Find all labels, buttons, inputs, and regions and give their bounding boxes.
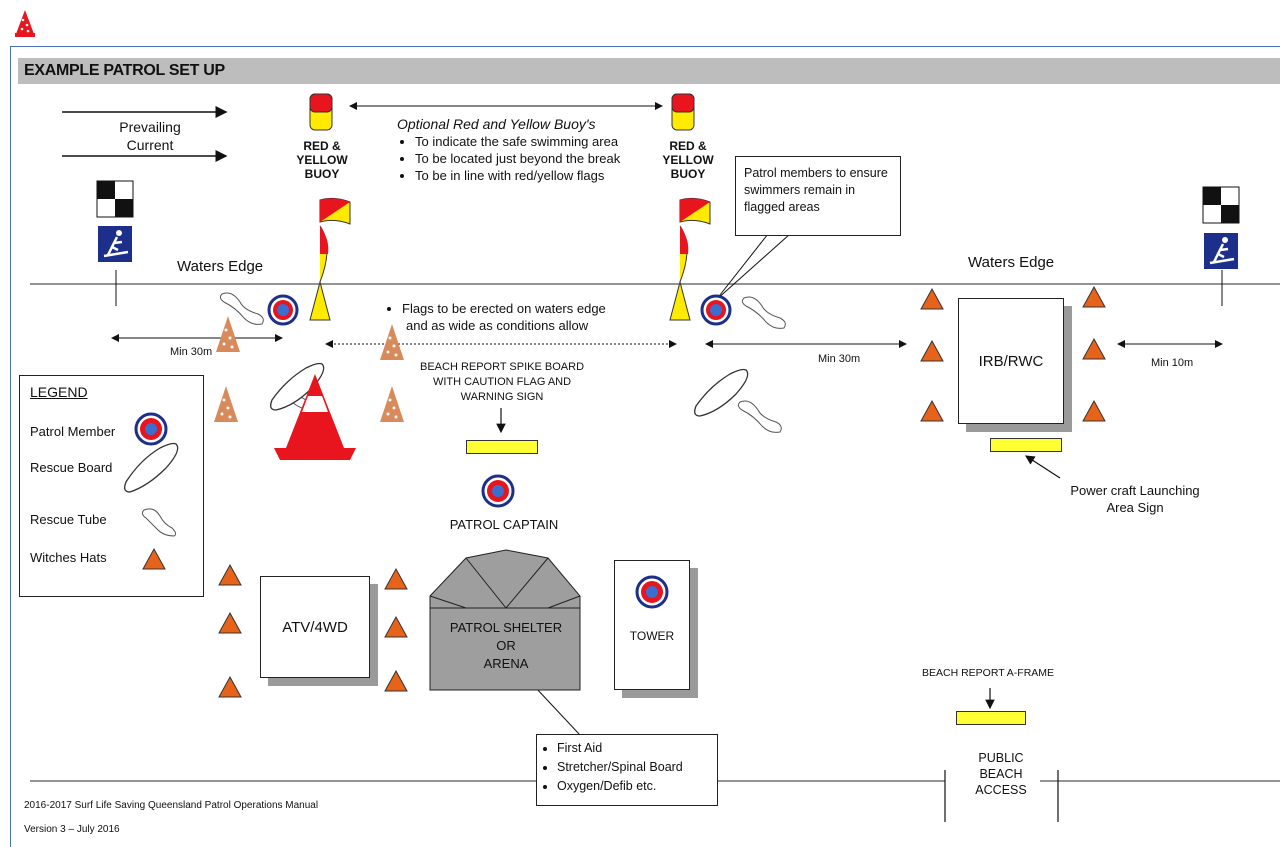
min-30m-right-label: Min 30m	[818, 353, 861, 365]
traffic-cone-icon	[274, 374, 356, 460]
patrol-shelter-label: PATROL SHELTER OR ARENA	[449, 620, 563, 671]
buoy-note-heading: Optional Red and Yellow Buoy's	[397, 116, 596, 132]
atv-4wd-label: ATV/4WD	[282, 618, 348, 636]
legend-patrol-member: Patrol Member	[30, 424, 116, 439]
witches-hat-icon	[218, 612, 242, 634]
witches-hat-icon	[384, 616, 408, 638]
buoy-note: Optional Red and Yellow Buoy's To indica…	[397, 116, 667, 184]
title-bar	[18, 58, 1280, 84]
flags-note-line: Flags to be erected on waters edge	[402, 300, 644, 317]
spike-board-caption: BEACH REPORT SPIKE BOARD WITH CAUTION FL…	[419, 361, 585, 403]
min-30m-left-label: Min 30m	[170, 346, 213, 358]
rescue-board-icon	[124, 442, 179, 493]
witches-hat-icon	[920, 340, 944, 362]
witches-hat-icon	[1082, 338, 1106, 360]
witches-hat-icon	[384, 670, 408, 692]
patrol-member-icon	[635, 575, 669, 609]
witches-hat-icon	[142, 548, 166, 570]
red-yellow-flag-right-icon	[669, 197, 711, 321]
irb-rwc-label: IRB/RWC	[978, 352, 1044, 370]
rescue-tube-icon	[737, 400, 782, 433]
checkered-flag-left-icon	[96, 180, 134, 262]
red-yellow-flag-left-icon	[309, 197, 351, 321]
min-10m-label: Min 10m	[1151, 357, 1194, 369]
power-craft-caption: Power craft Launching Area Sign	[1070, 483, 1200, 515]
page-frame	[10, 46, 1280, 847]
buoy-label-right: RED & YELLOW BUOY	[662, 139, 714, 181]
legend-heading: LEGEND	[30, 384, 88, 400]
buoy-note-item: To be located just beyond the break	[415, 150, 667, 167]
irb-rwc-box: IRB/RWC	[958, 298, 1064, 424]
waters-edge-left: Waters Edge	[177, 258, 264, 275]
power-craft-sign	[990, 438, 1062, 452]
a-frame-caption: BEACH REPORT A-FRAME	[922, 667, 1055, 679]
flags-note: Flags to be erected on waters edge and a…	[384, 300, 644, 334]
patrol-shelter-shape	[429, 549, 581, 691]
witches-hat-icon	[1082, 400, 1106, 422]
shelter-items-box: First Aid Stretcher/Spinal Board Oxygen/…	[536, 734, 718, 806]
checkered-flag-right-icon	[1202, 186, 1240, 269]
footer-manual: 2016-2017 Surf Life Saving Queensland Pa…	[24, 800, 319, 811]
dotted-cone-icon	[214, 386, 238, 422]
witches-hat-icon	[15, 10, 35, 37]
witches-hat-icon	[1082, 286, 1106, 308]
patrol-note-box: Patrol members to ensure swimmers remain…	[735, 156, 901, 236]
patrol-member-icon	[134, 412, 168, 446]
patrol-note-text: Patrol members to ensure swimmers remain…	[744, 166, 888, 214]
legend-box: LEGEND Patrol Member Rescue Board Rescue…	[19, 375, 204, 597]
tower-box: TOWER	[614, 560, 690, 690]
rescue-tube-icon	[219, 292, 264, 325]
witches-hat-icon	[218, 676, 242, 698]
tower-label: TOWER	[629, 629, 675, 643]
dotted-cone-icon	[216, 316, 240, 352]
buoy-label-left: RED & YELLOW BUOY	[296, 139, 348, 181]
witches-hat-icon	[920, 288, 944, 310]
shelter-item: First Aid	[557, 739, 715, 758]
witches-hat-icon	[218, 564, 242, 586]
legend-witches-hats: Witches Hats	[30, 550, 107, 565]
dotted-cone-icon	[380, 324, 404, 360]
flags-note-line: and as wide as conditions allow	[406, 318, 589, 333]
page-title: EXAMPLE PATROL SET UP	[24, 62, 225, 79]
legend-rescue-board: Rescue Board	[30, 460, 113, 475]
rescue-tube-icon	[141, 508, 177, 537]
rescue-tube-icon	[741, 296, 786, 329]
buoy-icon-right	[671, 93, 695, 131]
shelter-items-list: First Aid Stretcher/Spinal Board Oxygen/…	[539, 739, 715, 796]
patrol-captain-label: PATROL CAPTAIN	[449, 517, 559, 532]
buoy-note-item: To indicate the safe swimming area	[415, 133, 667, 150]
a-frame-sign	[956, 711, 1026, 725]
witches-hat-icon	[384, 568, 408, 590]
legend-rescue-tube: Rescue Tube	[30, 512, 107, 527]
rescue-board-icon	[694, 368, 749, 417]
waters-edge-right: Waters Edge	[968, 254, 1055, 271]
footer-version: Version 3 – July 2016	[24, 824, 120, 835]
current-label: Prevailing Current	[119, 119, 181, 153]
patrol-member-icon	[267, 294, 299, 326]
shelter-item: Stretcher/Spinal Board	[557, 758, 715, 777]
shelter-item: Oxygen/Defib etc.	[557, 777, 715, 796]
patrol-member-icon	[700, 294, 732, 326]
public-beach-access-label: PUBLIC BEACH ACCESS	[975, 751, 1027, 797]
witches-hat-icon	[920, 400, 944, 422]
buoy-note-item: To be in line with red/yellow flags	[415, 167, 667, 184]
atv-4wd-box: ATV/4WD	[260, 576, 370, 678]
dotted-cone-icon	[380, 386, 404, 422]
buoy-icon-left	[309, 93, 333, 131]
patrol-member-icon	[481, 474, 515, 508]
spike-board-sign	[466, 440, 538, 454]
